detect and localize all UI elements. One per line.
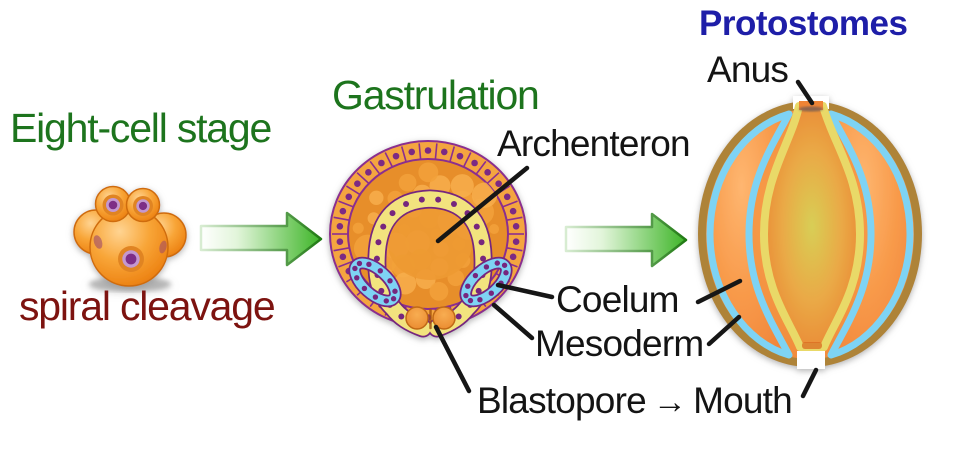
- mouth-label: Mouth: [693, 380, 793, 421]
- archenteron-cavity: [388, 208, 472, 280]
- mesoderm-label: Mesoderm: [535, 323, 704, 364]
- annotation-lines: [433, 79, 819, 399]
- anus-surface: [799, 101, 823, 110]
- spiral-cleavage-caption: spiral cleavage: [19, 283, 276, 329]
- mesoderm-pointer-line-left: [491, 302, 535, 341]
- protostome-cross-section-illustration: [698, 96, 922, 369]
- anus-label: Anus: [707, 49, 789, 90]
- gastrulation-title: Gastrulation: [332, 72, 540, 118]
- digestive-tract: [760, 102, 864, 351]
- coelum-label: Coelum: [556, 279, 680, 320]
- endoderm-cell-band-fill: [369, 191, 491, 336]
- blastopore-mouth-label: Blastopore → Mouth: [477, 380, 793, 421]
- stage-transition-arrow-2: [564, 212, 688, 268]
- mouth-pointer-line: [800, 367, 819, 399]
- blastopore-label: Blastopore: [477, 380, 647, 421]
- blastomere-nucleus: [133, 196, 153, 216]
- coelom-lobe-right: [827, 110, 914, 359]
- mesoderm-nuclei: [352, 260, 509, 304]
- blastopore-pointer-line: [433, 324, 472, 394]
- eight-cell-stage-title: Eight-cell stage: [10, 105, 272, 151]
- archenteron-pointer-line: [435, 165, 530, 244]
- gastrula-illustration: [329, 140, 527, 338]
- blastopore-opening: [405, 306, 456, 330]
- mesoderm-pointer-line-right: [706, 314, 742, 347]
- coelom-lobe-left: [706, 110, 793, 359]
- anus-opening-slit: [799, 106, 823, 112]
- becomes-arrow-glyph: →: [652, 382, 687, 421]
- blastomere-nucleus: [118, 246, 144, 272]
- coelum-pointer-line-right: [695, 278, 743, 305]
- archenteron-label: Archenteron: [497, 123, 691, 164]
- anus-pointer-line: [795, 79, 815, 106]
- protostomes-title: Protostomes: [699, 4, 908, 43]
- stage-transition-arrow-1: [199, 211, 323, 267]
- blastomere-nucleus: [102, 194, 124, 216]
- eight-cell-embryo-illustration: [73, 185, 187, 292]
- coelum-pointer-line-left: [495, 282, 555, 300]
- mouth-opening-shadow: [802, 342, 822, 349]
